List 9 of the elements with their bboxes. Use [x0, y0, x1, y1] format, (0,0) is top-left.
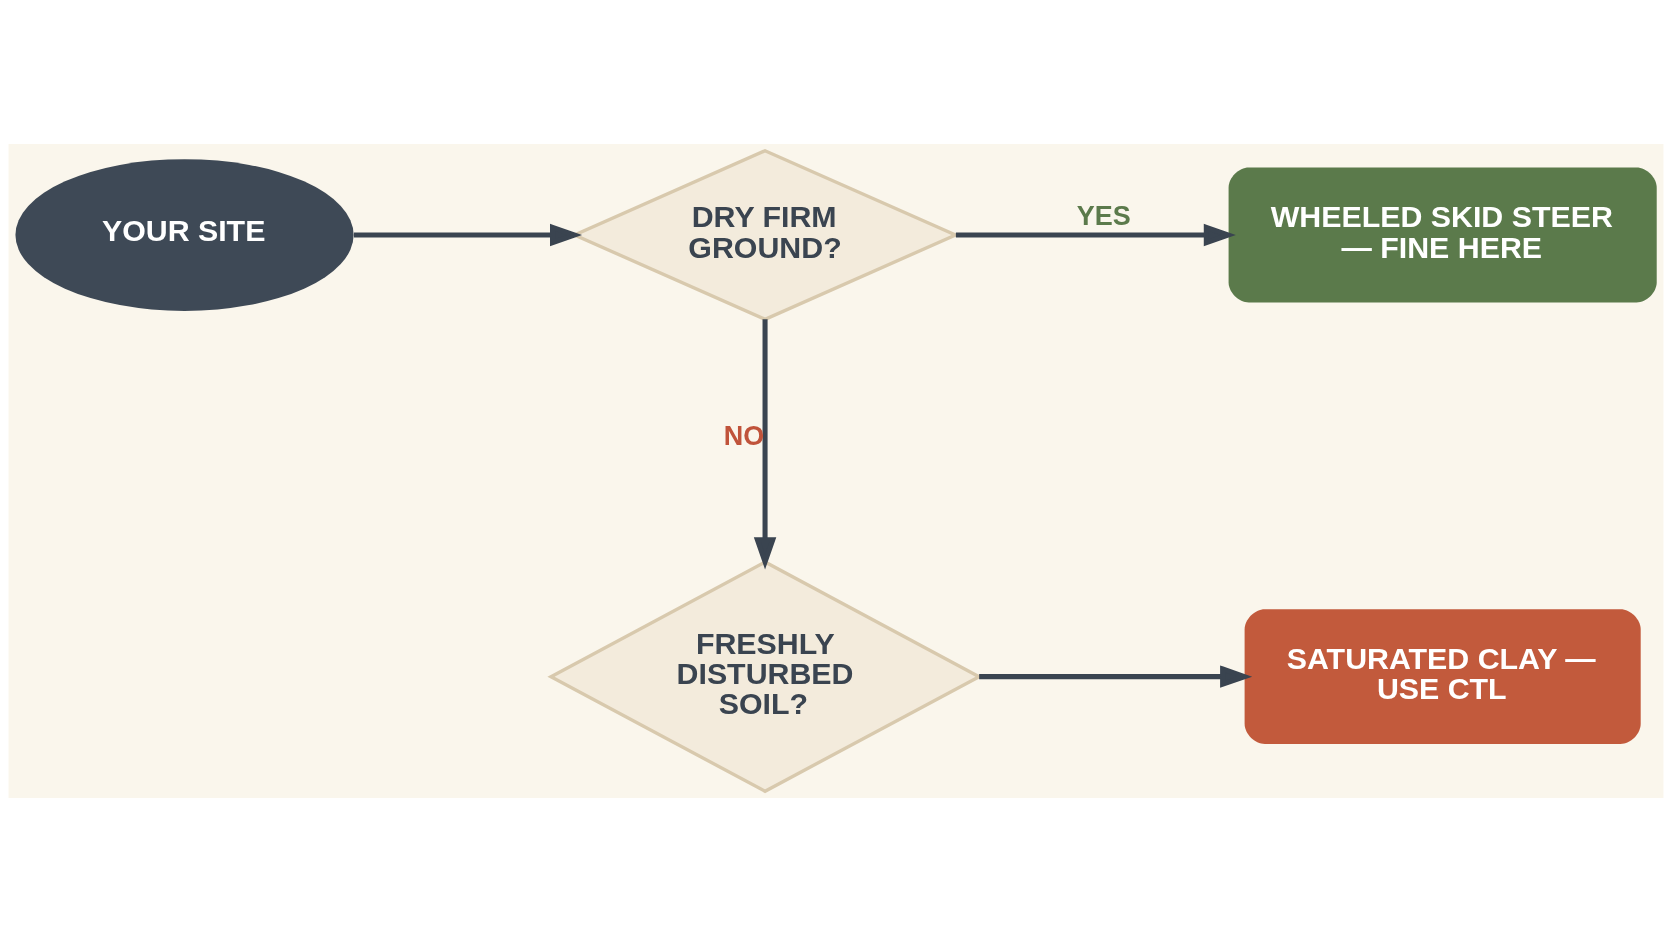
- node-ellipse: YOUR SITE: [15, 158, 354, 311]
- edge-label: YES: [1076, 200, 1131, 231]
- arrow: [753, 318, 777, 569]
- node-box: WHEELED SKID STEER — FINE HERE: [1228, 167, 1657, 302]
- arrow: [955, 223, 1236, 246]
- arrow: [353, 223, 583, 246]
- node-box: SATURATED CLAY — USE CTL: [1244, 608, 1641, 744]
- edge-label: NO: [723, 420, 765, 451]
- arrow: [979, 664, 1253, 688]
